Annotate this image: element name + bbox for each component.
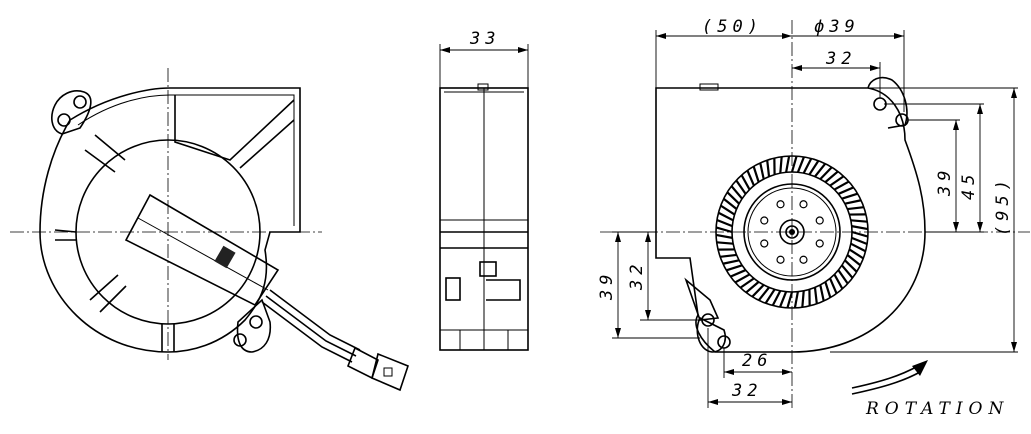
impeller-blade [796, 156, 805, 173]
rotation-label: ROTATION [865, 399, 1009, 419]
impeller-blade [722, 197, 738, 210]
impeller-blade [829, 175, 845, 187]
impeller-blade [846, 254, 862, 267]
impeller-blade [746, 170, 755, 187]
impeller-blade [841, 264, 854, 279]
hub-hole [776, 200, 785, 209]
hub-holes [760, 200, 824, 264]
impeller-blade [745, 281, 760, 294]
impeller-blade [841, 192, 858, 200]
impeller-blade [740, 174, 751, 191]
impeller-blade [850, 242, 867, 253]
impeller-blade [808, 160, 820, 176]
impeller-blade [764, 288, 776, 304]
impeller-blade [720, 253, 737, 258]
dim-depth-label: 33 [469, 29, 500, 49]
back-view [10, 68, 409, 392]
side-view: 33 [439, 29, 529, 351]
impeller-blade [813, 287, 818, 304]
dim-hole-x-top-label: 32 [825, 49, 856, 69]
dim-bottom-32-label: 32 [731, 381, 762, 401]
impeller-blade [785, 155, 791, 173]
impeller-blade [844, 259, 858, 273]
hub-hole [815, 239, 824, 248]
impeller-blade [819, 166, 833, 180]
impeller-blade [824, 281, 832, 298]
impeller-blade [715, 233, 733, 239]
impeller-blade [850, 219, 868, 223]
impeller-blade [757, 286, 770, 302]
dim-left-32-label: 32 [627, 260, 647, 291]
impeller-blade [730, 269, 747, 278]
impeller-blade [802, 157, 813, 174]
impeller-blade [771, 290, 782, 307]
hub-hole [760, 216, 769, 225]
impeller-blade [716, 219, 733, 228]
hub-hole [760, 239, 769, 248]
impeller-blade [819, 284, 825, 302]
impeller-blade [751, 284, 765, 298]
impeller-blade [779, 156, 783, 174]
impeller-blade [833, 273, 844, 290]
impeller-blade [720, 204, 736, 216]
impeller-blade [851, 230, 869, 238]
impeller-blade [793, 291, 799, 309]
dim-height-overall-label: (95) [993, 175, 1013, 236]
impeller-blade [752, 166, 760, 183]
impeller-blade [814, 162, 827, 178]
dim-hole-y-45-label: 45 [959, 170, 979, 200]
impeller-blade [734, 273, 751, 284]
dim-left-39-label: 39 [597, 270, 617, 301]
hub-hole [815, 216, 824, 225]
impeller-blade [715, 226, 733, 234]
impeller-blade [829, 277, 838, 294]
impeller-blade [851, 225, 869, 231]
hub-hole [799, 200, 808, 209]
impeller-blade [790, 155, 798, 173]
impeller-blade [801, 290, 805, 308]
impeller-blade [766, 160, 771, 177]
impeller-blade [848, 248, 864, 260]
impeller-blade [786, 291, 794, 309]
dim-bottom-26-label: 26 [742, 351, 772, 371]
impeller-blade [717, 211, 734, 222]
impeller-blade [735, 179, 747, 195]
dim-width-overall-label: (50) [702, 17, 763, 37]
impeller-blade [759, 162, 765, 180]
impeller-blade [824, 170, 839, 183]
impeller-blades [715, 155, 869, 309]
impeller-blade [844, 199, 862, 205]
dim-outlet-diameter-label: ϕ39 [814, 17, 860, 37]
impeller-blade [739, 277, 755, 289]
dim-hole-y-39-label: 39 [935, 166, 955, 197]
hub-hole [799, 255, 808, 264]
hub-hole [776, 255, 785, 264]
impeller-blade [837, 186, 854, 195]
impeller-blade [837, 269, 849, 285]
impeller-blade [851, 236, 868, 245]
impeller-blade [847, 206, 864, 211]
impeller-blade [716, 241, 734, 245]
impeller-blade [779, 291, 788, 308]
impeller-blade [833, 180, 850, 191]
front-view: (50) ϕ39 32 39 45 (95) [597, 17, 1030, 419]
impeller-blade [726, 264, 743, 272]
impeller-blade [726, 191, 740, 205]
impeller-blade [730, 185, 743, 200]
impeller-blade [722, 259, 740, 265]
